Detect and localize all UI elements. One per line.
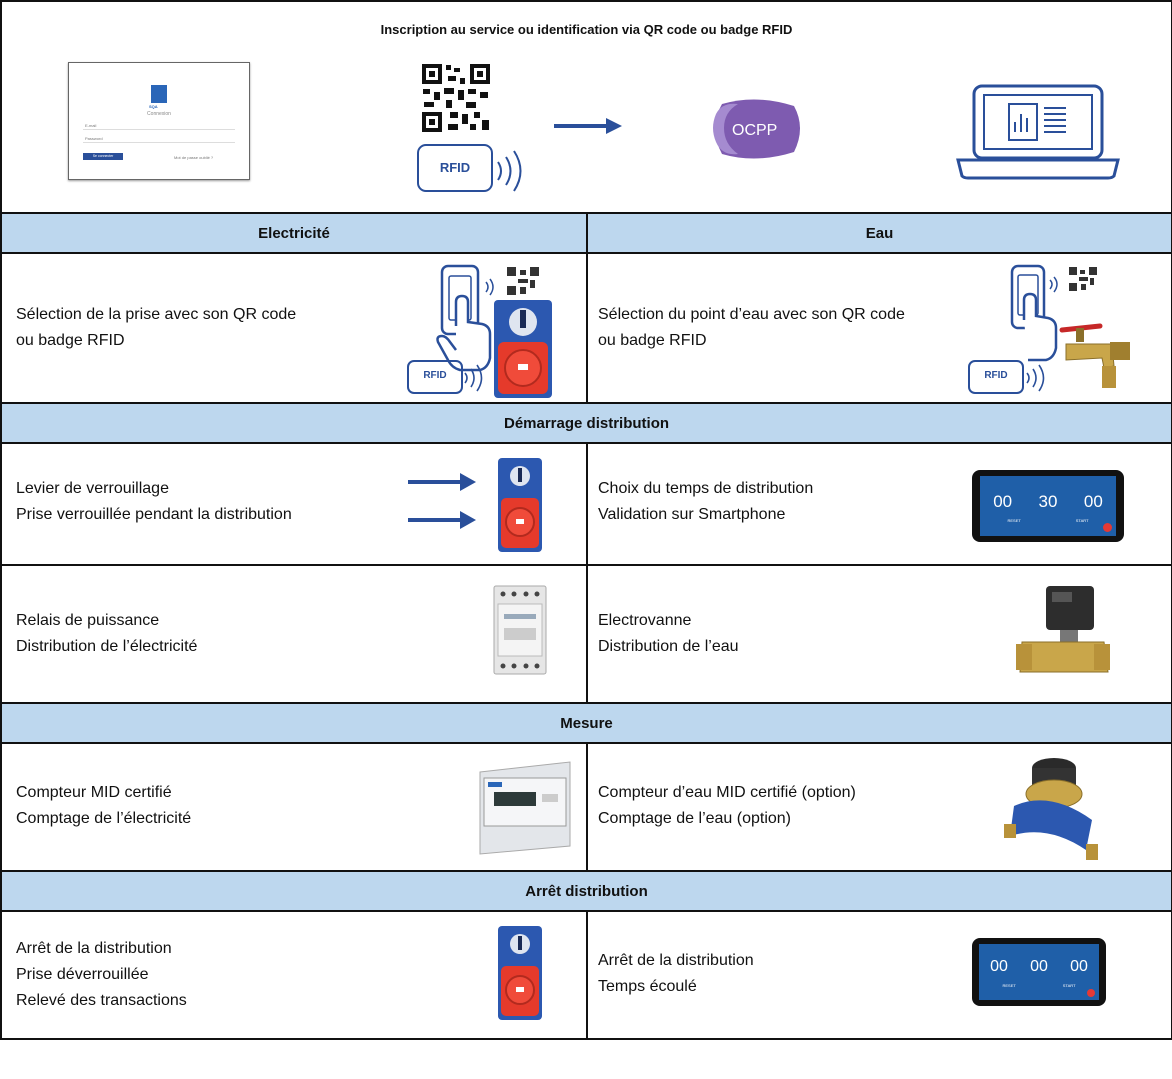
industrial-socket-image [494,300,552,398]
timer-action-button [1103,523,1112,532]
stop-electricity-line3: Relevé des transactions [16,992,187,1009]
selection-electricity-line1: Sélection de la prise avec son QR code [16,306,297,323]
timer-reset-button: RESET [1002,983,1016,988]
wireless-signal-icon [464,364,483,392]
power-relay-cell: Relais de puissance Distribution de l’él… [0,564,588,704]
timer-reset-button: RESET [1007,518,1021,523]
selection-water-line1: Sélection du point d’eau avec son QR cod… [598,306,905,323]
ocpp-logo: OCPP [713,99,800,159]
industrial-socket-image [498,458,542,552]
header-electricity: Electricité [0,212,588,254]
electric-meter-cell: Compteur MID certifié Comptage de l’élec… [0,742,588,872]
timer-minutes: 00 [1030,958,1048,975]
arrow-right-icon [554,118,622,134]
selection-water-line2: ou badge RFID [598,332,707,349]
selection-electricity-line2: ou badge RFID [16,332,125,349]
power-relay-line1: Relais de puissance [16,612,160,629]
smartphone-timer: 00 30 00 RESET START [972,470,1124,542]
timer-choice-line2: Validation sur Smartphone [598,506,786,523]
timer-choice-line1: Choix du temps de distribution [598,480,814,497]
rfid-label: RFID [423,370,447,381]
industrial-socket-image [498,926,542,1020]
timer-start-button: START [1062,983,1076,988]
identification-cell: Inscription au service ou identification… [0,0,1172,214]
login-heading: Connexion [147,111,171,117]
wireless-signal-icon [1026,364,1045,392]
water-meter-cell: Compteur d’eau MID certifié (option) Com… [586,742,1172,872]
rfid-badge: RFID [417,144,493,192]
wireless-signal-icon [497,150,522,192]
water-meter-line2: Comptage de l’eau (option) [598,810,792,827]
solenoid-valve-line2: Distribution de l’eau [598,638,739,655]
electricity-meter-image [479,761,571,855]
stop-electricity-cell: Arrêt de la distribution Prise déverroui… [0,910,588,1040]
stop-water-cell: Arrêt de la distribution Temps écoulé 00… [586,910,1172,1040]
smartphone-timer-elapsed: 00 00 00 RESET START [972,938,1106,1006]
login-screen: SQA Connexion E-mail Password Se connect… [68,62,250,180]
water-meter-line1: Compteur d’eau MID certifié (option) [598,784,856,801]
timer-seconds: 00 [1070,958,1088,975]
brand-logo [151,85,167,103]
laptop-dashboard-icon [956,84,1120,180]
lock-lever-cell: Levier de verrouillage Prise verrouillée… [0,442,588,566]
section-start: Démarrage distribution [0,402,1172,444]
stop-water-line2: Temps écoulé [598,978,697,995]
solenoid-valve-line1: Electrovanne [598,612,692,629]
smartphone-hand-qr-icon [436,264,540,372]
section-stop: Arrêt distribution [0,870,1172,912]
solenoid-valve-cell: Electrovanne Distribution de l’eau [586,564,1172,704]
electric-meter-line1: Compteur MID certifié [16,784,172,801]
solenoid-valve-image [1016,586,1110,673]
timer-minutes: 30 [1038,492,1058,511]
section-measure: Mesure [0,702,1172,744]
email-field [83,129,235,130]
password-label: Password [85,136,103,141]
timer-start-button: START [1075,518,1089,523]
smartphone-hand-qr-icon [1010,264,1098,362]
power-relay-image [493,585,547,675]
rfid-badge: RFID [407,360,463,394]
water-tap-image [1059,323,1130,388]
rfid-label: RFID [984,370,1008,381]
timer-hours: 00 [990,958,1008,975]
lock-lever-line2: Prise verrouillée pendant la distributio… [16,506,292,523]
selection-electricity-cell: Sélection de la prise avec son QR code o… [0,252,588,404]
timer-action-button [1087,989,1095,997]
selection-water-cell: Sélection du point d’eau avec son QR cod… [586,252,1172,404]
timer-seconds: 00 [1083,492,1103,511]
power-relay-line2: Distribution de l’électricité [16,638,198,655]
distribution-table: Inscription au service ou identification… [0,0,1172,1040]
rfid-label: RFID [439,160,471,175]
forgot-password-link: Mot de passe oublié ? [174,155,214,160]
ocpp-text: OCPP [732,122,777,139]
login-button: Se connecter [83,153,123,160]
stop-electricity-line1: Arrêt de la distribution [16,940,172,957]
water-meter-image [1004,758,1098,860]
password-field [83,142,235,143]
header-water: Eau [586,212,1172,254]
timer-hours: 00 [993,492,1013,511]
stop-electricity-line2: Prise déverrouillée [16,966,149,983]
table-title: Inscription au service ou identification… [380,22,793,37]
qr-code-icon [420,62,492,134]
stop-water-line1: Arrêt de la distribution [598,952,754,969]
lock-lever-line1: Levier de verrouillage [16,480,169,497]
electric-meter-line2: Comptage de l’électricité [16,810,192,827]
email-label: E-mail [85,123,97,128]
brand-name: SQA [149,104,158,109]
rfid-badge: RFID [968,360,1024,394]
timer-choice-cell: Choix du temps de distribution Validatio… [586,442,1172,566]
double-arrow-icon [408,473,476,529]
